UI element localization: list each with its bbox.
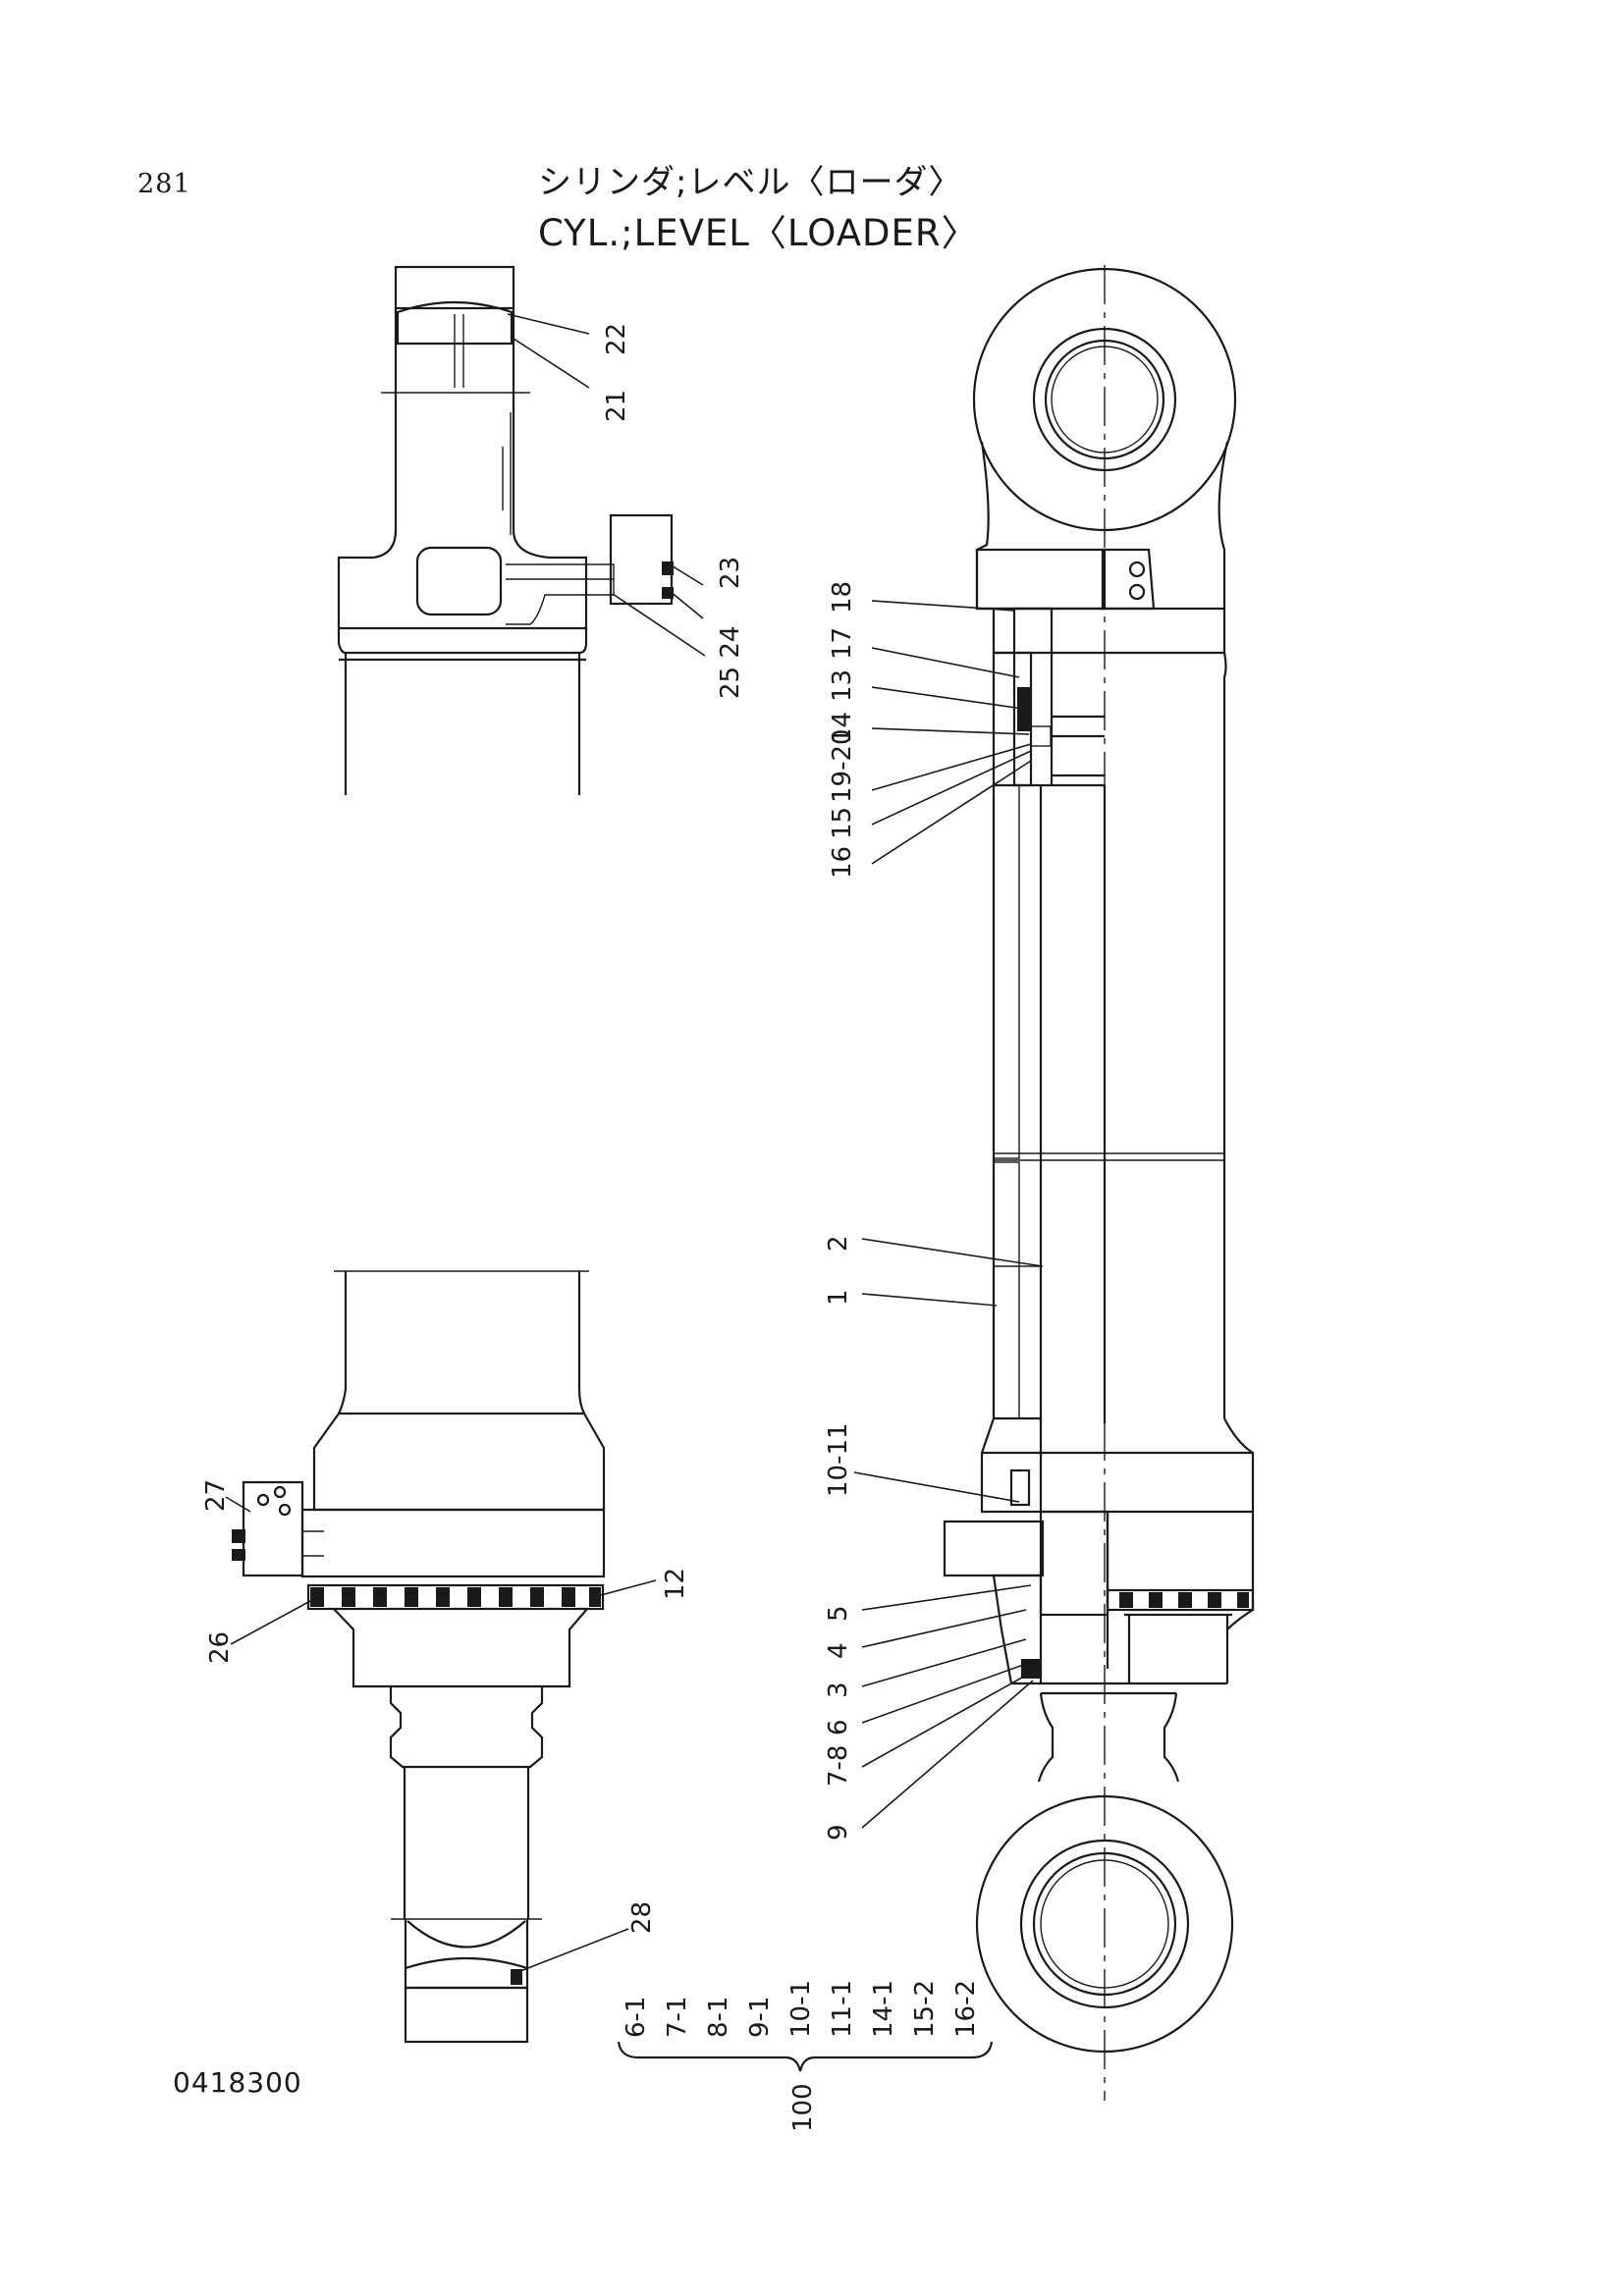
callout-7-8: 7-8 — [824, 1745, 853, 1787]
callout-1: 1 — [824, 1289, 853, 1306]
bottom-pin-boss — [404, 1986, 529, 2044]
drawing-number: 0418300 — [173, 2066, 302, 2099]
top-valve-block — [609, 513, 674, 606]
callout-22: 22 — [602, 323, 631, 355]
callout-19-20: 19-20 — [828, 728, 857, 803]
leader-12 — [600, 1579, 657, 1596]
top-detail-view — [337, 265, 674, 795]
callout-4: 4 — [824, 1642, 853, 1659]
leader-17 — [871, 647, 1020, 678]
callout-14: 14 — [828, 712, 857, 744]
callout-28: 28 — [627, 1901, 657, 1934]
top-bushing — [396, 300, 514, 346]
top-rod-eye-body — [337, 308, 588, 630]
page-number: 281 — [137, 169, 191, 199]
callout-3: 3 — [824, 1682, 853, 1698]
kit-item: 8-1 — [704, 1997, 733, 2038]
kit-item: 9-1 — [745, 1997, 775, 2038]
kit-item: 15-2 — [910, 1980, 940, 2038]
callout-23: 23 — [716, 557, 745, 589]
leader-6 — [861, 1663, 1027, 1724]
leader-25 — [612, 593, 706, 657]
leader-7-8 — [861, 1673, 1030, 1768]
top-pin-boss — [394, 265, 515, 310]
callout-12: 12 — [661, 1568, 690, 1600]
head-eye-outer — [972, 267, 1237, 532]
bottom-notch-ring — [306, 1583, 605, 1611]
leader-2 — [861, 1238, 1044, 1267]
callout-5: 5 — [824, 1605, 853, 1622]
seal-kit-list: 6-1 7-1 8-1 9-1 10-1 11-1 14-1 15-2 16-2… — [617, 1980, 994, 2132]
callout-27: 27 — [201, 1479, 231, 1512]
callout-9: 9 — [824, 1824, 853, 1841]
bottom-gland-body — [312, 1413, 606, 1512]
callout-2: 2 — [824, 1235, 853, 1252]
callout-18: 18 — [828, 581, 857, 614]
leader-21 — [510, 336, 590, 389]
title-japanese: シリンダ;レベル〈ローダ〉 — [538, 163, 963, 202]
leader-4 — [861, 1609, 1027, 1648]
callout-16: 16 — [828, 846, 857, 879]
kit-item: 7-1 — [663, 1997, 692, 2038]
leader-24 — [669, 590, 704, 619]
leader-14 — [871, 727, 1030, 735]
rod-eye-outer — [975, 1794, 1234, 2054]
title-english: CYL.;LEVEL〈LOADER〉 — [538, 212, 979, 254]
leader-10-11 — [853, 1471, 1020, 1503]
rod-gland-nut — [943, 1520, 1045, 1577]
callout-25-24: 25 24 — [716, 626, 745, 699]
leader-3 — [861, 1638, 1027, 1687]
kit-brace — [617, 2041, 994, 2072]
kit-item: 16-2 — [951, 1980, 981, 2038]
leader-15 — [871, 750, 1032, 826]
leader-23 — [669, 563, 704, 586]
callout-10-11: 10-11 — [824, 1422, 853, 1497]
leader-19-20 — [871, 743, 1032, 791]
main-notch-ring — [1106, 1588, 1255, 1612]
leader-27 — [225, 1496, 251, 1513]
bottom-valve-block — [242, 1480, 304, 1577]
bottom-rod-neck — [389, 1686, 544, 1769]
leader-18 — [871, 600, 1016, 612]
kit-item: 11-1 — [828, 1980, 857, 2038]
leader-16 — [871, 760, 1032, 865]
kit-item: 14-1 — [869, 1980, 898, 2038]
callout-6: 6 — [824, 1719, 853, 1735]
top-port-window — [415, 546, 503, 616]
leader-9 — [861, 1680, 1034, 1829]
head-section — [975, 548, 1107, 611]
leader-28 — [514, 1928, 629, 1974]
main-cylinder-view — [943, 265, 1255, 2101]
rod-gland-section — [992, 1574, 1043, 1685]
leader-22 — [507, 313, 590, 335]
kit-item: 6-1 — [622, 1997, 651, 2038]
callout-26: 26 — [205, 1631, 235, 1664]
callout-15: 15 — [828, 807, 857, 839]
leader-13 — [871, 686, 1024, 710]
kit-item: 10-1 — [786, 1980, 816, 2038]
callout-21: 21 — [602, 390, 631, 422]
callout-13: 13 — [828, 669, 857, 702]
leader-5 — [861, 1584, 1032, 1611]
bottom-detail-view — [232, 1270, 606, 2044]
callout-17: 17 — [828, 627, 857, 660]
leader-26 — [230, 1599, 313, 1645]
leader-1 — [861, 1293, 998, 1307]
kit-number: 100 — [788, 2083, 818, 2132]
